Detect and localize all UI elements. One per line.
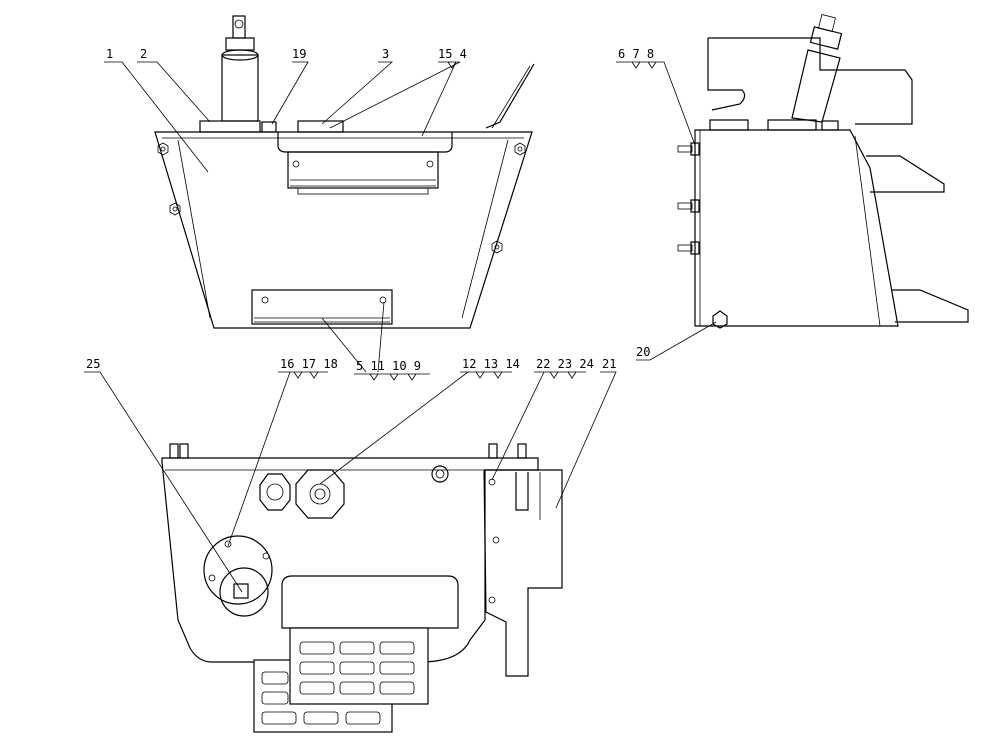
side-bolt-icon	[677, 142, 700, 255]
callout-ticks	[293, 61, 657, 381]
side-view	[677, 14, 969, 329]
callout-19: 19	[292, 47, 306, 61]
pump-flange	[259, 465, 449, 519]
callout-1: 1	[106, 47, 113, 61]
callout-21: 21	[602, 357, 616, 371]
step-grid-slots	[261, 641, 415, 725]
callout-6-7-8: 6 7 8	[618, 47, 654, 61]
callout-20: 20	[636, 345, 650, 359]
callout-25: 25	[86, 357, 100, 371]
front-view	[154, 15, 535, 329]
side-filler-cap	[791, 14, 843, 123]
callout-labels: 1 2 19 3 15 4 6 7 8 5 11 10 9 20 25 16 1…	[86, 47, 654, 373]
leader-lines	[84, 61, 717, 593]
callout-2: 2	[140, 47, 147, 61]
bolt-icon	[157, 142, 526, 254]
callout-3: 3	[382, 47, 389, 61]
callout-5-11-10-9: 5 11 10 9	[356, 359, 421, 373]
callout-16-17-18: 16 17 18	[280, 357, 338, 371]
callout-15-4: 15 4	[438, 47, 467, 61]
bottom-view	[161, 443, 563, 733]
callout-12-13-14: 12 13 14	[462, 357, 520, 371]
callout-22-23-24: 22 23 24	[536, 357, 594, 371]
fuel-sender	[203, 535, 273, 617]
filler-cap	[221, 15, 259, 122]
